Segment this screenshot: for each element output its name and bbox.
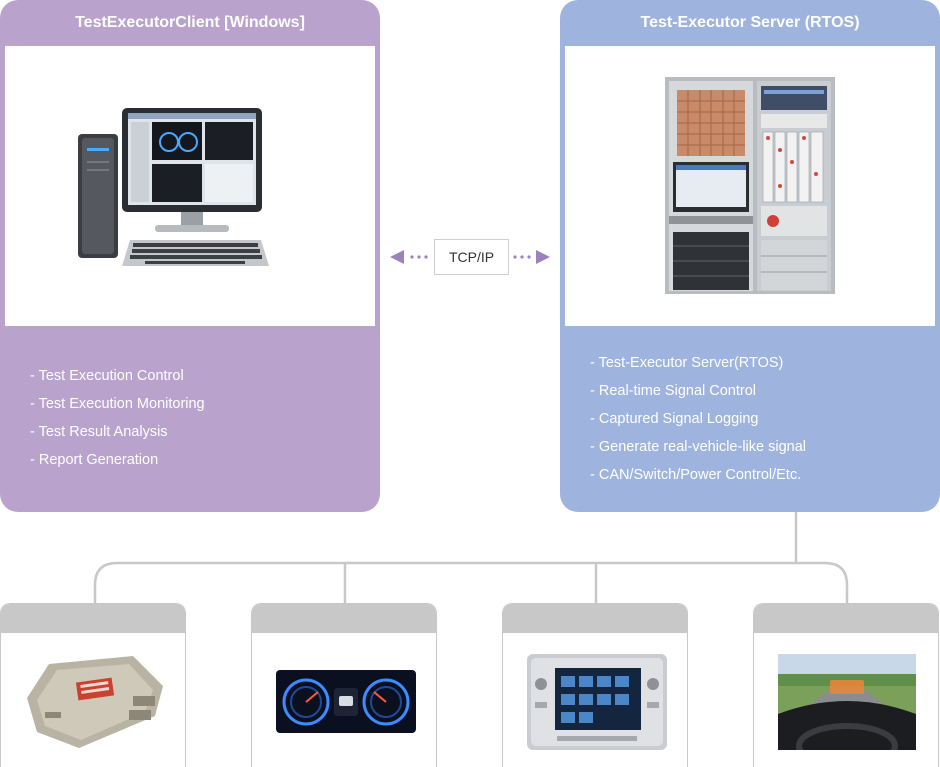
client-image-area — [5, 46, 375, 326]
client-feature-list: - Test Execution Control - Test Executio… — [30, 362, 205, 474]
list-item: - Captured Signal Logging — [590, 411, 759, 427]
list-item: - Report Generation — [30, 452, 159, 468]
list-item: - Test Result Analysis — [30, 424, 168, 440]
tcp-ip-label: TCP/IP — [434, 239, 509, 275]
list-item: - Generate real-vehicle-like signal — [590, 439, 806, 455]
device-card-hud — [753, 603, 939, 767]
server-feature-list: - Test-Executor Server(RTOS) - Real-time… — [590, 349, 806, 489]
client-panel: TestExecutorClient [Windows] — [0, 0, 380, 512]
device-card-header — [754, 604, 938, 633]
desktop-pc-icon — [78, 108, 269, 266]
server-panel: Test-Executor Server (RTOS) — [560, 0, 940, 512]
server-title: Test-Executor Server (RTOS) — [640, 14, 860, 31]
head-unit-icon — [527, 654, 667, 750]
device-card-header — [252, 604, 436, 633]
list-item: - Test Execution Monitoring — [30, 396, 205, 412]
list-item: - Test Execution Control — [30, 368, 184, 384]
device-card-header — [1, 604, 185, 633]
device-card-head-unit — [502, 603, 688, 767]
client-title: TestExecutorClient [Windows] — [75, 14, 305, 31]
instrument-cluster-icon — [276, 670, 416, 733]
list-item: - Real-time Signal Control — [590, 383, 757, 399]
test-rack-icon — [665, 77, 835, 294]
list-item: - Test-Executor Server(RTOS) — [590, 355, 784, 371]
device-card-ecu — [0, 603, 186, 767]
list-item: - CAN/Switch/Power Control/Etc. — [590, 467, 802, 483]
server-image-area — [565, 46, 935, 326]
device-card-cluster — [251, 603, 437, 767]
device-card-header — [503, 604, 687, 633]
ecu-icon — [27, 656, 163, 748]
head-up-display-icon — [778, 654, 916, 750]
